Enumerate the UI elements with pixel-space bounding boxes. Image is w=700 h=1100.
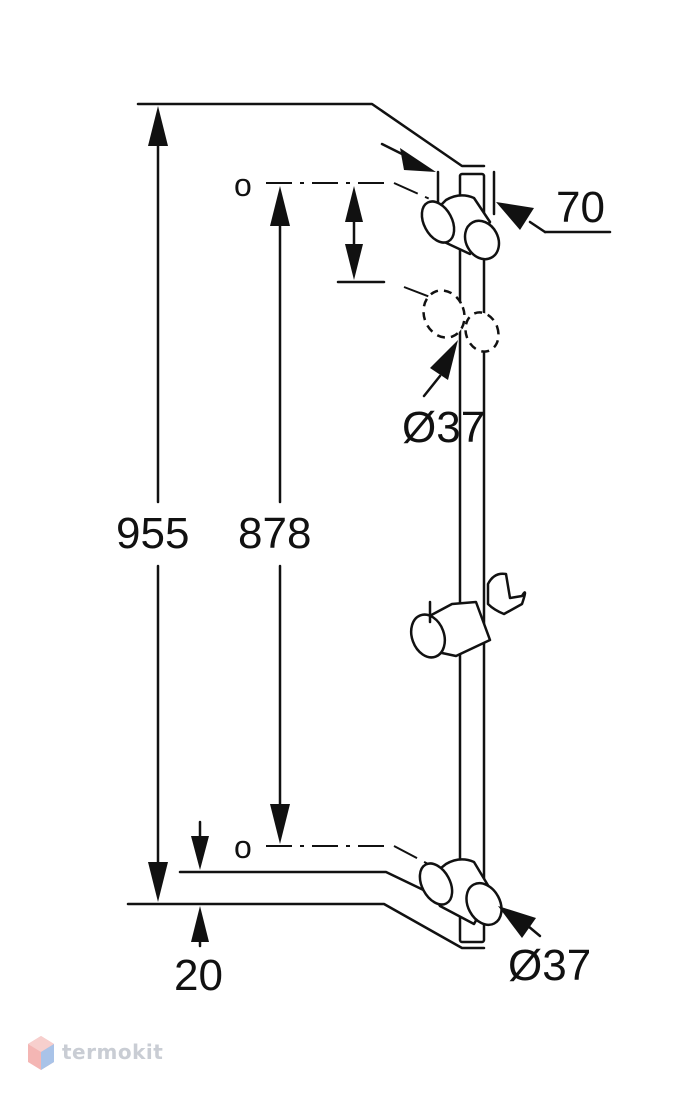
arrow-70-right: [496, 202, 534, 230]
dimension-label-955: 955: [116, 509, 189, 558]
watermark-text: termokit: [62, 1040, 164, 1064]
hand-shower-holder: [409, 572, 527, 659]
upper-holder-dashed: [422, 289, 500, 353]
extension-lines: [126, 102, 612, 950]
center-lines: [266, 182, 439, 867]
bottom-mount-marker: o: [234, 829, 252, 865]
arrow-70-left: [400, 148, 436, 172]
dimension-label-lower-diameter: Ø37: [508, 941, 591, 990]
arrow-adjust-bottom: [345, 244, 363, 280]
arrow-878-top: [270, 186, 290, 226]
dimension-lines: [148, 106, 547, 948]
arrow-adjust-top: [345, 186, 363, 222]
arrow-20-top: [191, 836, 209, 870]
top-mount-marker: o: [234, 167, 252, 203]
dimension-label-878: 878: [238, 509, 311, 558]
arrow-d37-lower: [498, 906, 536, 938]
shower-rail: [458, 172, 486, 944]
dimension-label-70: 70: [556, 183, 605, 232]
hexagon-logo-icon: [28, 1036, 54, 1070]
arrow-955-top: [148, 106, 168, 146]
lower-wall-bracket: [418, 858, 503, 927]
arrow-955-bottom: [148, 862, 168, 902]
watermark: termokit: [26, 1034, 196, 1078]
dimension-label-20: 20: [174, 951, 223, 1000]
arrow-d37-upper: [430, 340, 458, 380]
arrow-878-bottom: [270, 804, 290, 844]
dimension-label-upper-diameter: Ø37: [402, 403, 485, 452]
upper-wall-bracket: [420, 194, 501, 261]
arrow-20-bottom: [191, 906, 209, 942]
